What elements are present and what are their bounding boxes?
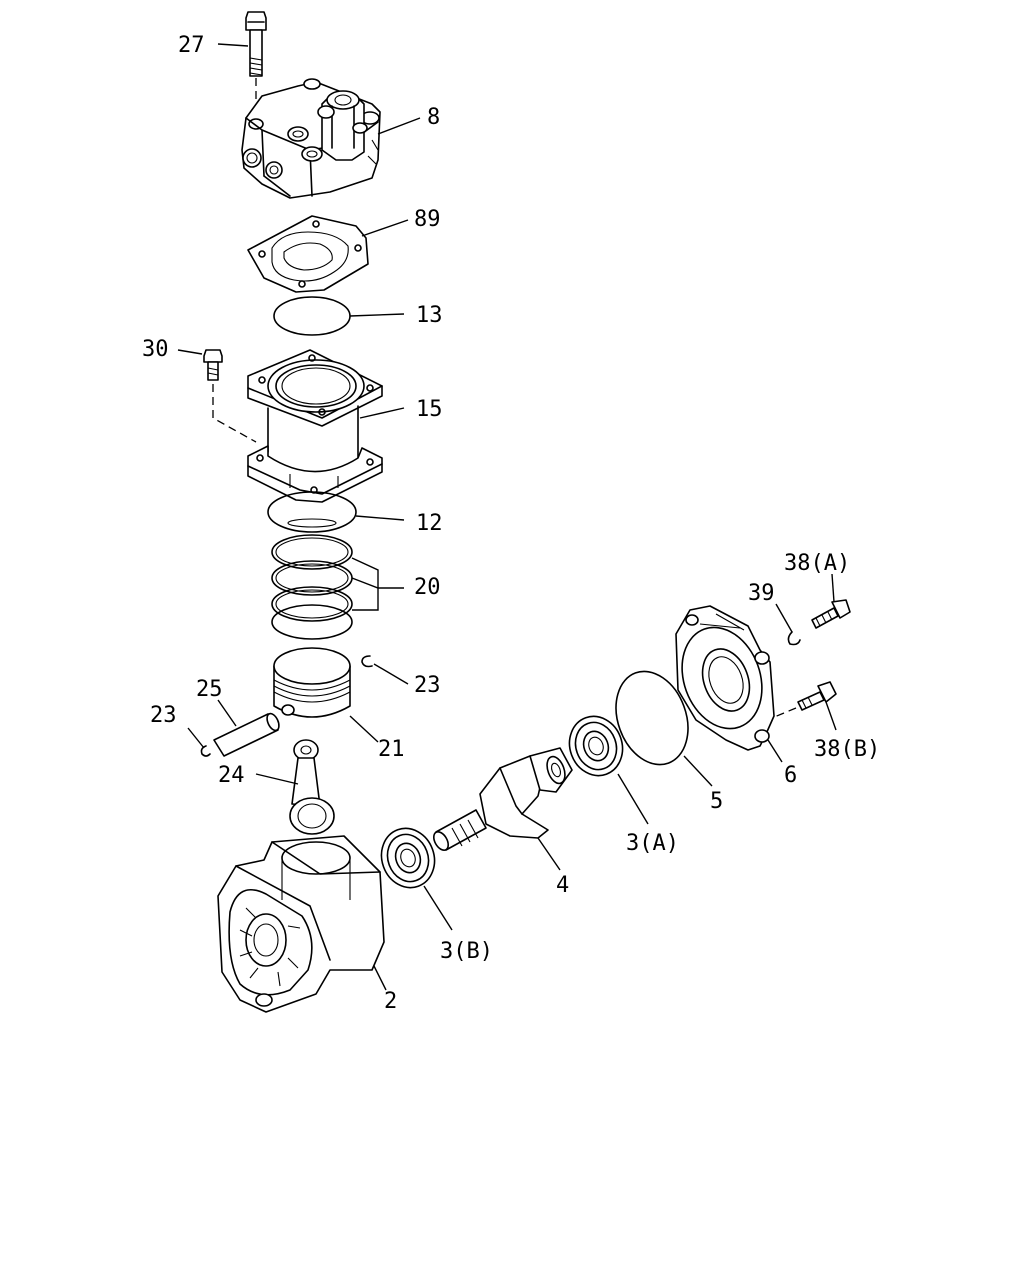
part-39-washer xyxy=(787,631,801,646)
callout-3a: 3(A) xyxy=(626,831,679,856)
part-6-bearing-cover xyxy=(675,605,775,751)
callout-39: 39 xyxy=(748,581,775,606)
part-15-cylinder xyxy=(247,349,383,503)
part-25-piston-pin xyxy=(213,712,280,757)
callout-3b: 3(B) xyxy=(440,939,493,964)
part-12-o-ring xyxy=(267,491,357,533)
callout-15: 15 xyxy=(416,397,443,422)
callout-24: 24 xyxy=(218,763,245,788)
callout-89: 89 xyxy=(414,207,441,232)
callout-25: 25 xyxy=(196,677,223,702)
callout-labels: 27 8 89 13 30 15 12 20 23 25 23 21 24 38… xyxy=(142,33,880,1014)
callout-4: 4 xyxy=(556,873,569,898)
part-20-piston-rings xyxy=(271,534,353,640)
callout-8: 8 xyxy=(427,105,440,130)
callout-2: 2 xyxy=(384,989,397,1014)
part-13-o-ring xyxy=(273,296,351,336)
callout-38a: 38(A) xyxy=(784,551,850,576)
callout-6: 6 xyxy=(784,763,797,788)
part-2-crankcase xyxy=(217,835,385,1013)
part-27-bolt xyxy=(245,11,267,118)
part-89-gasket xyxy=(247,215,369,293)
part-8-cylinder-head xyxy=(241,78,381,199)
part-3a-bearing xyxy=(568,715,624,777)
leader-lines xyxy=(177,43,837,991)
callout-23-right: 23 xyxy=(414,673,441,698)
part-3b-bearing xyxy=(380,827,436,889)
part-24-connecting-rod xyxy=(289,739,335,835)
part-30-bolt xyxy=(203,349,257,443)
callout-12: 12 xyxy=(416,511,443,536)
part-21-piston xyxy=(273,647,351,718)
callout-38b: 38(B) xyxy=(814,737,880,762)
part-5-o-ring xyxy=(615,670,689,766)
part-23-snap-ring-right xyxy=(361,655,373,668)
callout-13: 13 xyxy=(416,303,443,328)
callout-27: 27 xyxy=(178,33,205,58)
part-4-crankshaft xyxy=(432,747,573,851)
callout-21: 21 xyxy=(378,737,405,762)
callout-30: 30 xyxy=(142,337,169,362)
callout-5: 5 xyxy=(710,789,723,814)
part-38b-bolt xyxy=(771,681,837,719)
callout-20: 20 xyxy=(414,575,441,600)
part-38a-stud xyxy=(811,599,851,629)
callout-23-left: 23 xyxy=(150,703,177,728)
